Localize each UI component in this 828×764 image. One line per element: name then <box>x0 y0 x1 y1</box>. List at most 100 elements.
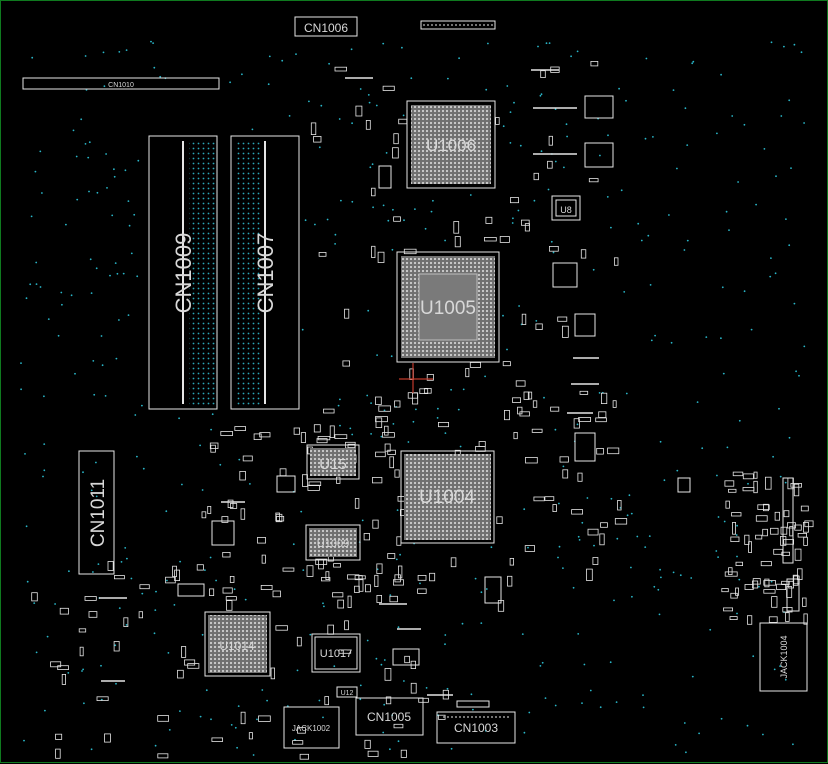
via <box>657 588 660 591</box>
via <box>720 73 722 76</box>
passive-part <box>483 237 497 242</box>
connector-cn1010[interactable]: CN1010 <box>22 77 220 90</box>
via <box>461 622 464 625</box>
via <box>728 229 730 232</box>
passive-part <box>724 480 735 487</box>
via <box>586 497 589 499</box>
via <box>705 336 708 338</box>
jack-jack1002[interactable]: JACK1002 <box>283 706 340 749</box>
chip-u12[interactable]: U12 <box>336 686 358 698</box>
via <box>793 302 796 305</box>
via <box>234 726 237 729</box>
small-ic <box>484 576 502 604</box>
passive-part <box>384 668 392 681</box>
via <box>716 474 718 477</box>
jack-jack1004[interactable]: JACK1004 <box>759 622 808 692</box>
passive-part <box>334 66 348 72</box>
via <box>436 417 439 419</box>
via <box>339 398 341 401</box>
passive-part <box>760 561 772 567</box>
chip-u1009[interactable]: U1009 <box>305 524 361 561</box>
passive-part <box>378 405 391 412</box>
via <box>209 556 212 559</box>
via <box>380 663 383 666</box>
cn1007-label: CN1007 <box>253 233 278 314</box>
passive-part <box>323 408 335 414</box>
via <box>133 213 136 216</box>
passive-part <box>417 575 427 581</box>
via <box>430 210 433 213</box>
passive-part <box>548 135 553 146</box>
passive-part <box>222 552 231 558</box>
chip-u1005[interactable]: U1005 <box>396 251 500 363</box>
via <box>390 355 393 358</box>
passive-part <box>229 503 238 509</box>
passive-part <box>234 426 247 431</box>
connector-cn1005[interactable]: CN1005 <box>355 697 424 736</box>
via <box>537 45 539 48</box>
passive-part <box>763 580 776 586</box>
passive-part <box>509 558 515 566</box>
via <box>370 402 372 404</box>
passive-part <box>372 519 379 529</box>
chip-u15[interactable]: U15 <box>306 444 360 480</box>
passive-part <box>261 554 266 564</box>
via <box>35 261 38 264</box>
passive-part <box>790 482 802 488</box>
via <box>288 115 291 117</box>
passive-part <box>96 696 109 701</box>
via <box>366 394 369 397</box>
via <box>369 166 372 169</box>
via <box>20 362 22 364</box>
slot-cn1007[interactable]: CN1007 <box>230 135 300 410</box>
via <box>211 413 214 416</box>
via <box>784 481 787 484</box>
via <box>113 168 115 171</box>
passive-part <box>332 592 344 598</box>
connector-cn1011[interactable]: CN1011 <box>78 450 115 575</box>
via <box>201 489 204 491</box>
passive-part <box>221 516 229 523</box>
via <box>630 566 632 569</box>
via <box>609 661 612 664</box>
via <box>154 744 157 747</box>
via <box>165 510 168 513</box>
chip-u1014[interactable]: U1014 <box>204 611 271 677</box>
via <box>125 49 128 51</box>
small-ic <box>552 262 578 288</box>
via <box>775 175 777 178</box>
passive-part <box>310 122 317 136</box>
passive-part <box>478 441 486 447</box>
passive-part <box>797 568 803 580</box>
via <box>779 665 781 667</box>
via <box>61 303 63 306</box>
via <box>219 463 222 466</box>
via <box>308 100 310 103</box>
passive-part <box>227 499 234 509</box>
via <box>780 115 783 117</box>
slot-cn1009[interactable]: CN1009 <box>148 135 218 410</box>
passive-part <box>540 70 546 78</box>
chip-u1006[interactable]: U1006 <box>406 100 496 189</box>
via <box>90 748 93 751</box>
chip-u1017[interactable]: U1017 <box>311 633 361 673</box>
connector-cn1006[interactable]: CN1006 <box>294 16 358 37</box>
via <box>788 436 791 439</box>
connector-cn1003[interactable]: CN1003 <box>436 711 516 744</box>
via <box>351 200 354 203</box>
u1017-label: U1017 <box>320 648 352 660</box>
via <box>407 441 410 443</box>
via <box>152 42 155 44</box>
cn1009-label: CN1009 <box>171 233 196 314</box>
chip-u1004[interactable]: U1004 <box>400 450 495 544</box>
via <box>543 396 545 399</box>
small-right-connector <box>786 578 800 612</box>
via <box>24 453 26 455</box>
via <box>450 388 452 391</box>
cn1003-label: CN1003 <box>454 721 498 735</box>
passive-part <box>592 557 599 565</box>
via <box>570 55 572 58</box>
u12-label: U12 <box>341 690 354 697</box>
via <box>735 534 738 536</box>
chip-u8[interactable]: U8 <box>551 195 581 221</box>
